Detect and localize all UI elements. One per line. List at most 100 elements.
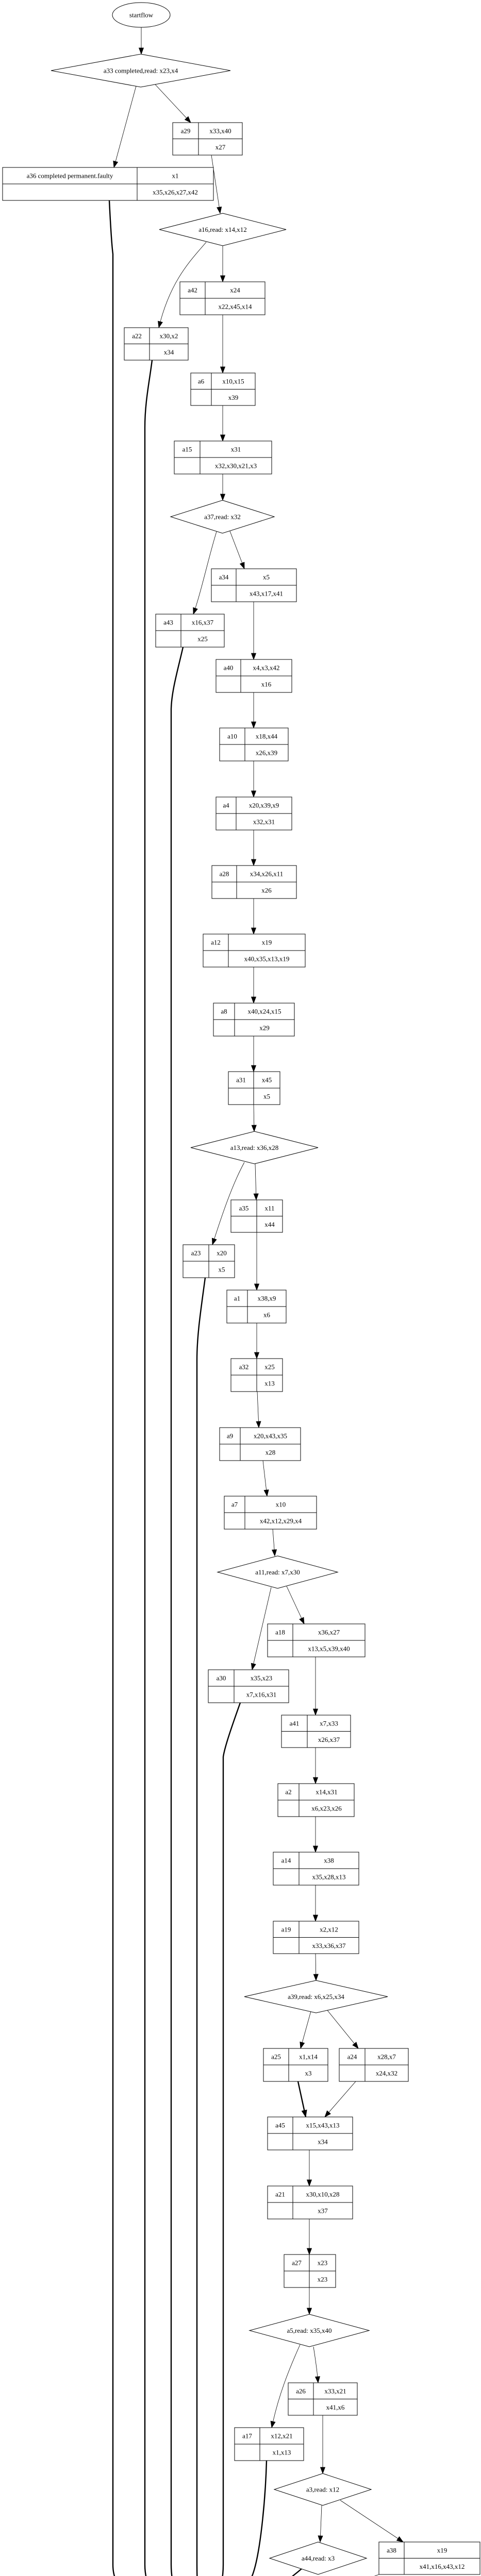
record-bottom-vars: x6 bbox=[263, 1311, 271, 1319]
edge-a2-to-a14 bbox=[312, 1817, 319, 1853]
edge-line bbox=[327, 2010, 359, 2049]
record-top-vars: x10 bbox=[276, 1501, 286, 1509]
decision-label: a11,read: x7,x30 bbox=[255, 1568, 300, 1576]
edge-a3-to-a44 bbox=[318, 2505, 323, 2543]
edge-a8-to-a31 bbox=[251, 1036, 257, 1073]
record-top-vars: x38 bbox=[324, 1857, 334, 1865]
record-name: a21 bbox=[275, 2191, 285, 2198]
edge-a43-to-endflow bbox=[170, 647, 184, 2576]
edge-a33-to-a29 bbox=[155, 84, 191, 123]
record-top-vars: x11 bbox=[264, 1204, 274, 1212]
arrowhead bbox=[251, 1663, 256, 1671]
record-bottom-vars: x13 bbox=[264, 1380, 275, 1387]
arrowhead bbox=[220, 434, 226, 442]
edge-a45-to-a21 bbox=[306, 2150, 312, 2187]
record-name: a1 bbox=[234, 1295, 240, 1302]
edge-a34-to-a40 bbox=[251, 602, 257, 660]
edge-a40-to-a10 bbox=[251, 692, 257, 729]
arrowhead bbox=[312, 1914, 319, 1922]
arrowhead bbox=[220, 275, 226, 283]
record-bottom-vars: x35,x28,x13 bbox=[312, 1873, 346, 1881]
edges-layer bbox=[108, 27, 404, 2576]
decision-diamond bbox=[244, 1980, 388, 2013]
record-top-vars: x30,x10,x28 bbox=[306, 2191, 340, 2198]
decision-diamond bbox=[269, 2541, 368, 2575]
decision-node-a5: a5,read: x35,x40 bbox=[248, 2314, 370, 2347]
record-bottom-vars: x40,x35,x13,x19 bbox=[244, 955, 290, 963]
edge-line bbox=[291, 2568, 302, 2576]
arrowhead bbox=[314, 2376, 321, 2384]
arrowhead bbox=[352, 2042, 359, 2049]
edge-line bbox=[170, 647, 184, 2576]
record-bottom-vars: x34 bbox=[318, 2138, 328, 2146]
arrowhead bbox=[306, 2179, 312, 2187]
arrowhead bbox=[184, 116, 191, 123]
edge-a14-to-a19 bbox=[312, 1885, 319, 1922]
edge-a19-to-a39 bbox=[313, 1953, 319, 1981]
record-bottom-vars: x22,x45,x14 bbox=[219, 303, 253, 311]
record-top-vars: x1,x14 bbox=[299, 2053, 318, 2061]
record-bottom-vars: x7,x16,x31 bbox=[246, 1691, 277, 1699]
decision-diamond bbox=[170, 500, 275, 534]
record-top-vars: x20,x43,x35 bbox=[254, 1432, 287, 1440]
edge-line bbox=[340, 2500, 404, 2543]
edge-a27-to-a5 bbox=[306, 2287, 312, 2315]
decision-diamond bbox=[248, 2314, 370, 2347]
record-top-vars: x40,x24,x15 bbox=[248, 1008, 281, 1015]
arrowhead bbox=[254, 1352, 260, 1360]
edge-a44-to-endflow bbox=[291, 2568, 302, 2576]
arrowhead bbox=[312, 1777, 319, 1785]
arrowhead bbox=[251, 859, 257, 867]
record-name: a38 bbox=[387, 2546, 396, 2554]
edge-line bbox=[144, 360, 153, 2576]
record-name: a30 bbox=[217, 1674, 226, 1682]
edge-a32-to-a9 bbox=[256, 1391, 261, 1429]
decision-label: a37,read: x32 bbox=[204, 513, 241, 521]
edge-line bbox=[324, 2081, 356, 2117]
edge-a5-to-a17 bbox=[270, 2344, 301, 2429]
record-top-vars: x24 bbox=[230, 286, 240, 294]
edge-line bbox=[155, 84, 191, 123]
record-bottom-vars: x3 bbox=[305, 2070, 312, 2077]
edge-a5-to-a26 bbox=[313, 2346, 321, 2384]
record-name: a26 bbox=[296, 2387, 306, 2395]
record-name: a28 bbox=[220, 870, 229, 878]
arrowhead bbox=[251, 1125, 257, 1132]
edge-a7-to-a11 bbox=[271, 1529, 277, 1557]
record-top-vars: x10,x15 bbox=[222, 377, 244, 385]
decision-label: a5,read: x35,x40 bbox=[287, 2327, 331, 2334]
record-name: a22 bbox=[132, 332, 142, 340]
record-bottom-vars: x5 bbox=[263, 1093, 270, 1100]
edge-line bbox=[271, 2344, 301, 2428]
arrowhead bbox=[239, 562, 245, 570]
record-bottom-vars: x35,x26,x27,x42 bbox=[153, 189, 198, 196]
edge-a4-to-a28 bbox=[251, 830, 257, 867]
record-top-vars: x4,x3,x42 bbox=[253, 664, 280, 672]
record-name: a10 bbox=[227, 733, 237, 740]
record-name: a23 bbox=[191, 1249, 201, 1257]
arrowhead bbox=[318, 2535, 323, 2543]
arrowhead bbox=[251, 996, 257, 1004]
record-top-vars: x28,x7 bbox=[377, 2053, 396, 2061]
arrowhead bbox=[306, 2248, 312, 2256]
record-name: a7 bbox=[231, 1501, 238, 1509]
record-name: a9 bbox=[227, 1432, 233, 1440]
record-bottom-vars: x23 bbox=[318, 2276, 328, 2283]
record-bottom-vars: x43,x17,x41 bbox=[250, 590, 283, 598]
edge-line bbox=[222, 1702, 241, 2576]
record-name: a18 bbox=[275, 1629, 285, 1636]
